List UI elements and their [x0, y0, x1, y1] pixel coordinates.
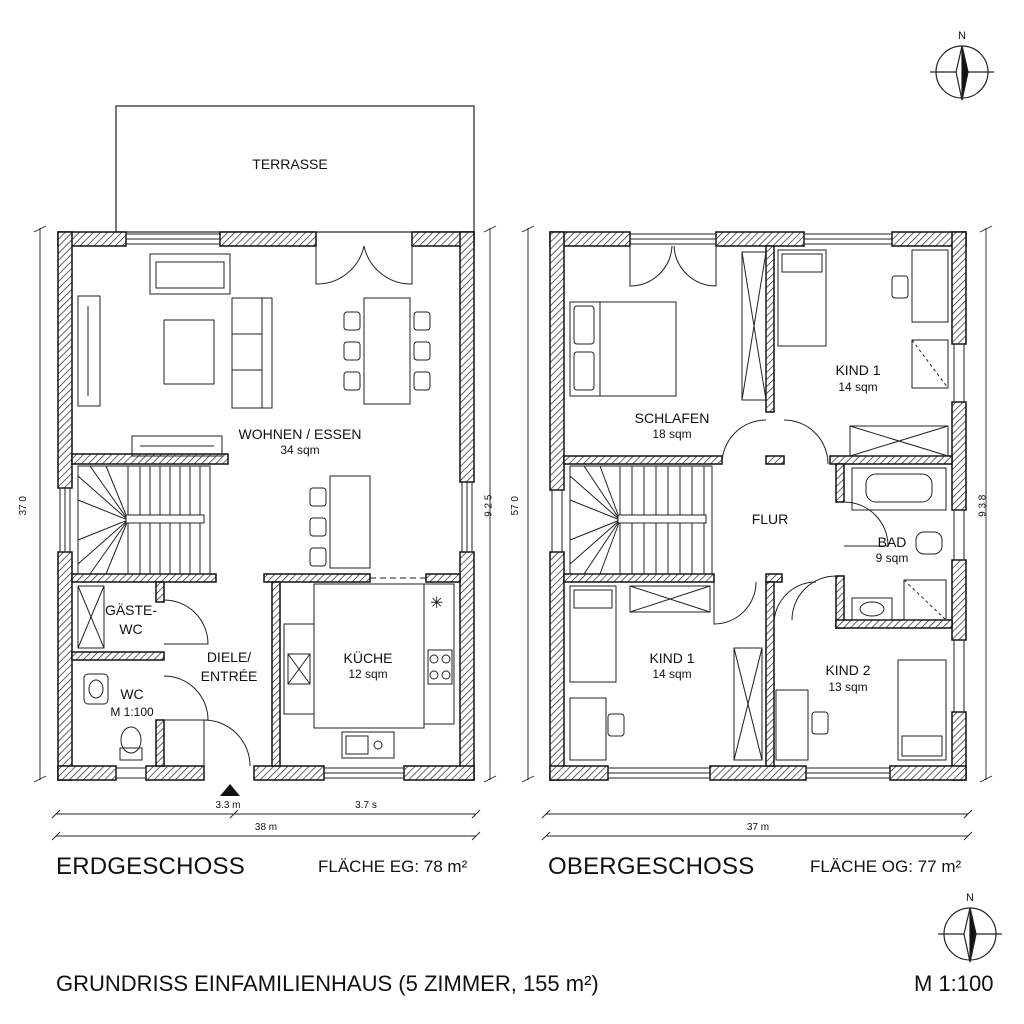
child2-label: KIND 2 [825, 662, 871, 678]
terrace-label: TERRASSE [252, 156, 328, 172]
ground-floor-walls [57, 231, 475, 781]
bedroom-area: 18 sqm [652, 427, 692, 441]
ground-floor-windows [59, 233, 473, 779]
kitchen-label: KÜCHE [343, 650, 393, 666]
living-room-label: WOHNEN / ESSEN [238, 426, 362, 442]
upper-floor-stairs [569, 465, 713, 575]
child2-furniture [773, 581, 947, 761]
north-arrow-bottom-icon [938, 907, 1002, 963]
child1-top-furniture [777, 249, 949, 457]
ground-dim-bottom-b: 3.7 s [355, 800, 377, 811]
ground-floor-name: ERDGESCHOSS [56, 853, 245, 880]
ground-floor-area: FLÄCHE EG: 78 m² [318, 857, 468, 876]
north-arrow-icon [930, 45, 994, 101]
upper-floor-area: FLÄCHE OG: 77 m² [810, 857, 962, 876]
north-label: N [958, 30, 966, 42]
svg-text:✳: ✳ [430, 593, 443, 612]
bath-fixtures [791, 467, 947, 621]
drawing-scale: M 1:100 [914, 971, 994, 996]
upper-dim-total: 37 m [746, 822, 770, 833]
wc-fixtures [77, 585, 251, 767]
bath-area: 9 sqm [875, 551, 909, 565]
child2-area: 13 sqm [828, 680, 868, 694]
wc-label: WC [120, 686, 144, 702]
guest-wc-label-1: GÄSTE- [104, 602, 158, 618]
kitchen-area: 12 sqm [348, 667, 388, 681]
guest-wc-label-2: WC [119, 621, 143, 637]
child1-top-area: 14 sqm [838, 380, 878, 394]
terrace-door [315, 245, 413, 285]
entrance-arrow [220, 784, 240, 796]
child1-top-label: KIND 1 [835, 362, 881, 378]
ground-dim-bottom-a: 3.3 m [215, 800, 241, 811]
upper-floor-name: OBERGESCHOSS [548, 853, 755, 880]
ground-dim-left: 37 0 [17, 496, 29, 516]
hall-label-2: ENTRÉE [200, 668, 258, 684]
ground-dim-total: 38 m [254, 822, 278, 833]
wc-note: M 1:100 [110, 705, 154, 719]
ground-dim-right: 9 2 5 [483, 494, 495, 517]
child1-bottom-area: 14 sqm [652, 667, 692, 681]
ground-floor-stairs [77, 465, 211, 575]
child1-bottom-furniture [569, 581, 763, 761]
hall-label-1: DIELE/ [206, 649, 252, 665]
north-label-bottom: N [966, 892, 974, 904]
upper-dim-right: 9 3 8 [977, 494, 989, 517]
child1-bottom-label: KIND 1 [649, 650, 695, 666]
living-furniture [77, 253, 431, 569]
bath-label: BAD [877, 534, 907, 550]
kitchen-fixtures: ✳ [283, 577, 455, 759]
corridor-label: FLUR [751, 511, 789, 527]
bedroom-label: SCHLAFEN [634, 410, 710, 426]
living-room-area: 34 sqm [280, 443, 320, 457]
drawing-title: GRUNDRISS EINFAMILIENHAUS (5 ZIMMER, 155… [56, 971, 599, 996]
bedroom-furniture [569, 245, 829, 465]
upper-floor-windows [551, 233, 965, 779]
upper-floor-walls [549, 231, 967, 781]
upper-dim-left: 57 0 [509, 496, 521, 516]
dimension-lines [33, 225, 993, 841]
